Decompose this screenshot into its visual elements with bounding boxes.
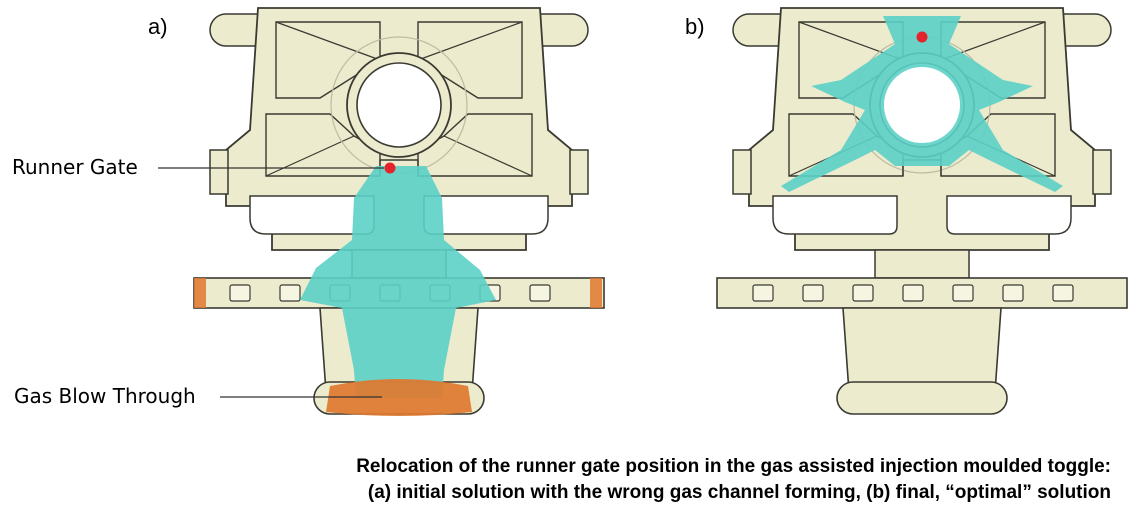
gas-blow-through-label: Gas Blow Through xyxy=(14,384,196,408)
gas-channel-b xyxy=(781,16,1063,192)
panel-a-toggle xyxy=(193,7,605,416)
runner-gate-marker-a xyxy=(384,162,396,174)
caption-line-1: Relocation of the runner gate position i… xyxy=(356,456,1111,477)
runner-gate-marker-b xyxy=(916,31,928,43)
blow-through-a xyxy=(326,379,472,416)
panel-b-toggle xyxy=(716,7,1128,415)
caption-line-2: (a) initial solution with the wrong gas … xyxy=(367,482,1111,503)
rail-edge-right-a xyxy=(590,278,602,308)
gas-channel-a xyxy=(300,166,496,398)
panel-a-label: a) xyxy=(148,14,168,39)
rail-edge-left-a xyxy=(194,278,206,308)
runner-gate-label: Runner Gate xyxy=(12,155,138,179)
panel-b-label: b) xyxy=(685,14,705,39)
